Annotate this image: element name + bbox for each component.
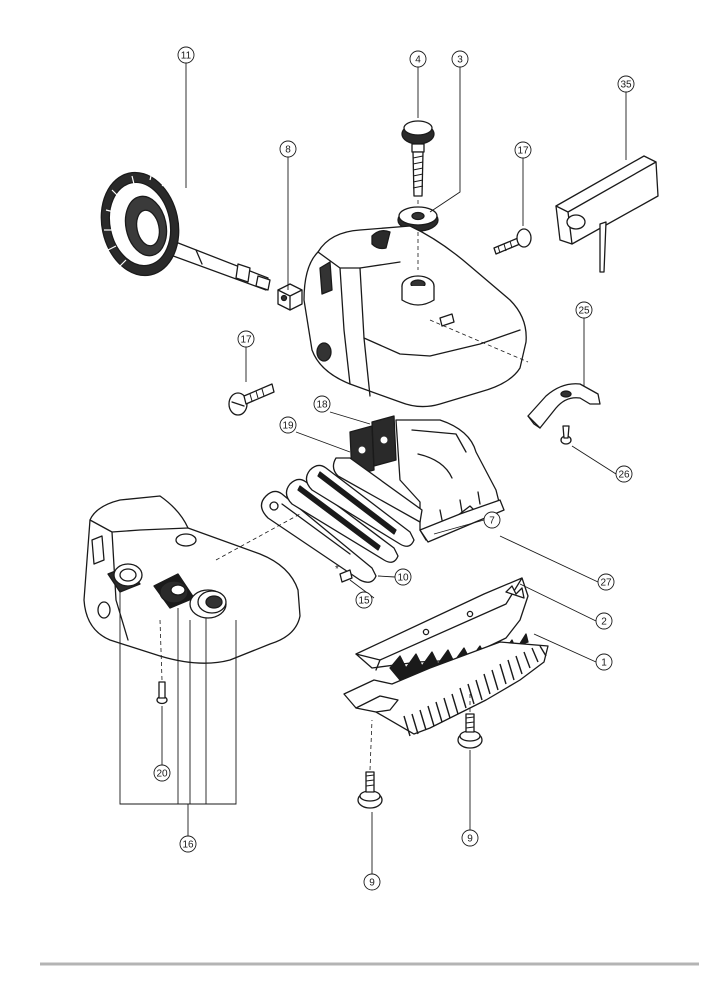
callouts: 11 8 4 3 17 35 17 25 <box>153 46 635 891</box>
screw-17-upper-part <box>493 228 532 255</box>
svg-text:27: 27 <box>600 578 612 589</box>
svg-text:18: 18 <box>316 400 328 411</box>
svg-text:17: 17 <box>517 146 529 157</box>
callout-26: 26 <box>615 465 633 483</box>
callout-15: 15 <box>355 591 373 609</box>
svg-text:16: 16 <box>182 840 194 851</box>
clamp-part <box>527 383 601 429</box>
screw-20-part <box>156 681 168 705</box>
svg-text:3: 3 <box>457 55 463 66</box>
svg-text:7: 7 <box>489 516 495 527</box>
washer-part <box>397 206 439 232</box>
housing-outline-part <box>83 495 301 664</box>
svg-text:8: 8 <box>285 145 291 156</box>
note-asterisk: * <box>335 564 339 575</box>
screw-26-part <box>560 425 572 445</box>
svg-text:20: 20 <box>156 769 168 780</box>
callout-20: 20 <box>153 764 171 782</box>
callout-17-upper: 17 <box>514 141 532 159</box>
callout-8: 8 <box>279 140 297 158</box>
callout-11: 11 <box>177 46 195 64</box>
svg-text:17: 17 <box>240 335 252 346</box>
assembly-lines <box>159 200 529 771</box>
callout-3: 3 <box>451 50 469 68</box>
svg-text:2: 2 <box>601 617 607 628</box>
bushing-left-part <box>107 563 143 593</box>
callout-25: 25 <box>575 301 593 319</box>
svg-text:4: 4 <box>415 55 421 66</box>
gear-shaft-part <box>100 171 271 291</box>
callout-10: 10 <box>394 568 412 586</box>
callout-16: 16 <box>179 835 197 853</box>
screwdriver-part <box>555 155 659 273</box>
svg-text:11: 11 <box>181 51 192 62</box>
callout-19: 19 <box>279 416 297 434</box>
lower-blade-part <box>343 641 549 737</box>
screw-17-lower-part <box>228 383 275 416</box>
square-nut-part <box>277 283 303 311</box>
callout-17-lower: 17 <box>237 330 255 348</box>
thumb-screw-part <box>401 120 435 197</box>
svg-text:9: 9 <box>369 878 375 889</box>
screw-9-right-part <box>457 713 483 749</box>
callout-1: 1 <box>595 653 613 671</box>
svg-text:1: 1 <box>601 658 607 669</box>
callout-2: 2 <box>595 612 613 630</box>
svg-text:15: 15 <box>358 596 370 607</box>
callout-4: 4 <box>409 50 427 68</box>
screw-9-left-part <box>357 771 383 809</box>
callout-7: 7 <box>483 511 501 529</box>
leader-lines <box>119 63 627 874</box>
callout-9-right: 9 <box>461 829 479 847</box>
svg-text:26: 26 <box>618 470 630 481</box>
svg-text:10: 10 <box>397 573 409 584</box>
svg-text:19: 19 <box>282 421 294 432</box>
svg-text:35: 35 <box>620 80 632 91</box>
callout-27: 27 <box>597 573 615 591</box>
callout-18: 18 <box>313 395 331 413</box>
link-arms-part <box>260 457 423 583</box>
bushing-right-part <box>189 589 227 619</box>
svg-text:9: 9 <box>467 834 473 845</box>
svg-text:25: 25 <box>578 306 590 317</box>
callout-9-left: 9 <box>363 873 381 891</box>
head-housing-part <box>303 225 527 408</box>
bushing-middle-part <box>153 573 195 609</box>
callout-35: 35 <box>617 75 635 93</box>
